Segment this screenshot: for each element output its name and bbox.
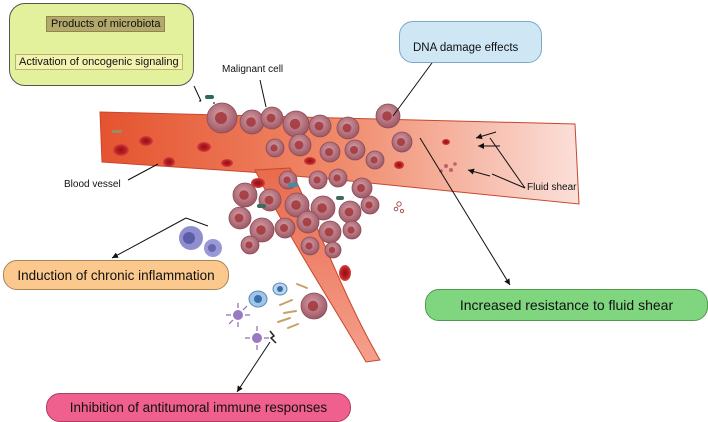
tumor-cell-nucleus <box>342 123 352 133</box>
tumor-cell-nucleus <box>397 138 405 146</box>
dna-damage-effects-label: DNA damage effects <box>413 42 519 54</box>
tumor-cell-nucleus <box>256 225 266 235</box>
blood-vessel-label: Blood vessel <box>64 179 121 190</box>
immune-cells <box>179 226 308 350</box>
tumor-cell-nucleus <box>302 217 312 227</box>
tumor-cell-nucleus <box>289 118 301 130</box>
tumor-cell-nucleus <box>270 144 278 152</box>
tumor-cell-nucleus <box>344 207 354 217</box>
tumor-cell-nucleus <box>350 146 358 154</box>
tumor-cell-nucleus <box>246 117 256 127</box>
tumor-cell-nucleus <box>325 148 333 156</box>
tumor-cell-nucleus <box>245 241 253 249</box>
tumor-cell-nucleus <box>305 242 313 250</box>
tumor-cell-nucleus <box>307 300 319 312</box>
tumor-cell-nucleus <box>314 121 324 131</box>
products-of-microbiota-label: Products of microbiota <box>46 16 166 32</box>
tumor-cell-nucleus <box>370 156 378 164</box>
immune-inhibition-box: Inhibition of antitumoral immune respons… <box>46 393 351 422</box>
tumor-cell-nucleus <box>347 226 355 234</box>
tumor-cell-nucleus <box>382 111 392 121</box>
shed-particles <box>393 162 457 214</box>
tumor-cell-nucleus <box>266 113 276 123</box>
tumor-cell-nucleus <box>365 201 373 209</box>
tumor-cell-nucleus <box>215 112 227 124</box>
tumor-cell-nucleus <box>264 195 274 205</box>
malignant-cell-label: Malignant cell <box>222 64 284 75</box>
dna-damage-box <box>399 21 542 63</box>
red-blood-cells <box>113 136 450 281</box>
tumor-cell-nucleus <box>294 140 304 150</box>
tumor-cell-nucleus <box>324 227 334 237</box>
activation-of-oncogenic-signaling-label: Activation of oncogenic signaling <box>15 54 183 70</box>
tumor-cell-nucleus <box>234 213 244 223</box>
tumor-cell-nucleus <box>291 200 301 210</box>
tumor-cell-nucleus <box>333 174 341 182</box>
bacteria-icons <box>112 95 344 208</box>
tumor-cell-cluster <box>206 102 413 320</box>
tumor-cell-nucleus <box>328 246 336 254</box>
tumor-cell-nucleus <box>280 224 288 232</box>
fluid-shear-label: Fluid shear <box>527 182 577 193</box>
tumor-cell-nucleus <box>357 184 365 192</box>
tumor-cell-nucleus <box>239 190 249 200</box>
tumor-cell-nucleus <box>283 176 291 184</box>
fluid-shear-resistance-box: Increased resistance to fluid shear <box>425 289 708 321</box>
chronic-inflammation-box: Induction of chronic inflammation <box>3 260 229 290</box>
tumor-cell-nucleus <box>317 203 327 213</box>
tumor-cell-nucleus <box>313 176 321 184</box>
